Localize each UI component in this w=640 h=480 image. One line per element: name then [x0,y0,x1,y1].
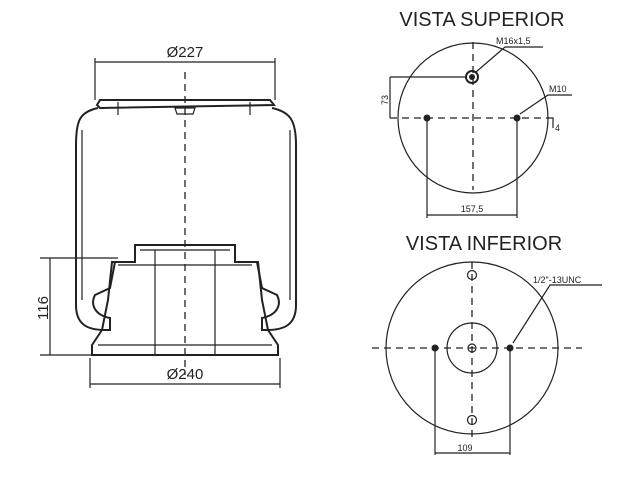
bolt-thread-label: M10 [549,84,567,94]
top-view: VISTA SUPERIOR M16x1,5 M10 73 4 157,5 [380,9,572,218]
bolt-spacing-label: 157,5 [461,204,484,214]
bottom-bolt-spacing-label: 109 [457,443,472,453]
top-view-title: VISTA SUPERIOR [399,9,564,31]
stud-thread-label: M16x1,5 [496,36,531,46]
bottom-view: VISTA INFERIOR 1/2"-13UNC 109 [372,233,602,455]
bottom-view-title: VISTA INFERIOR [406,233,562,255]
bottom-diameter-label: Ø240 [167,366,204,383]
small-mark-label: 4 [555,123,560,133]
top-diameter-label: Ø227 [167,44,204,61]
offset-label: 73 [380,95,390,105]
piston-height-label: 116 [35,296,52,320]
side-view: Ø227 116 Ø240 [35,44,297,388]
bottom-bolt-thread-label: 1/2"-13UNC [533,275,582,285]
